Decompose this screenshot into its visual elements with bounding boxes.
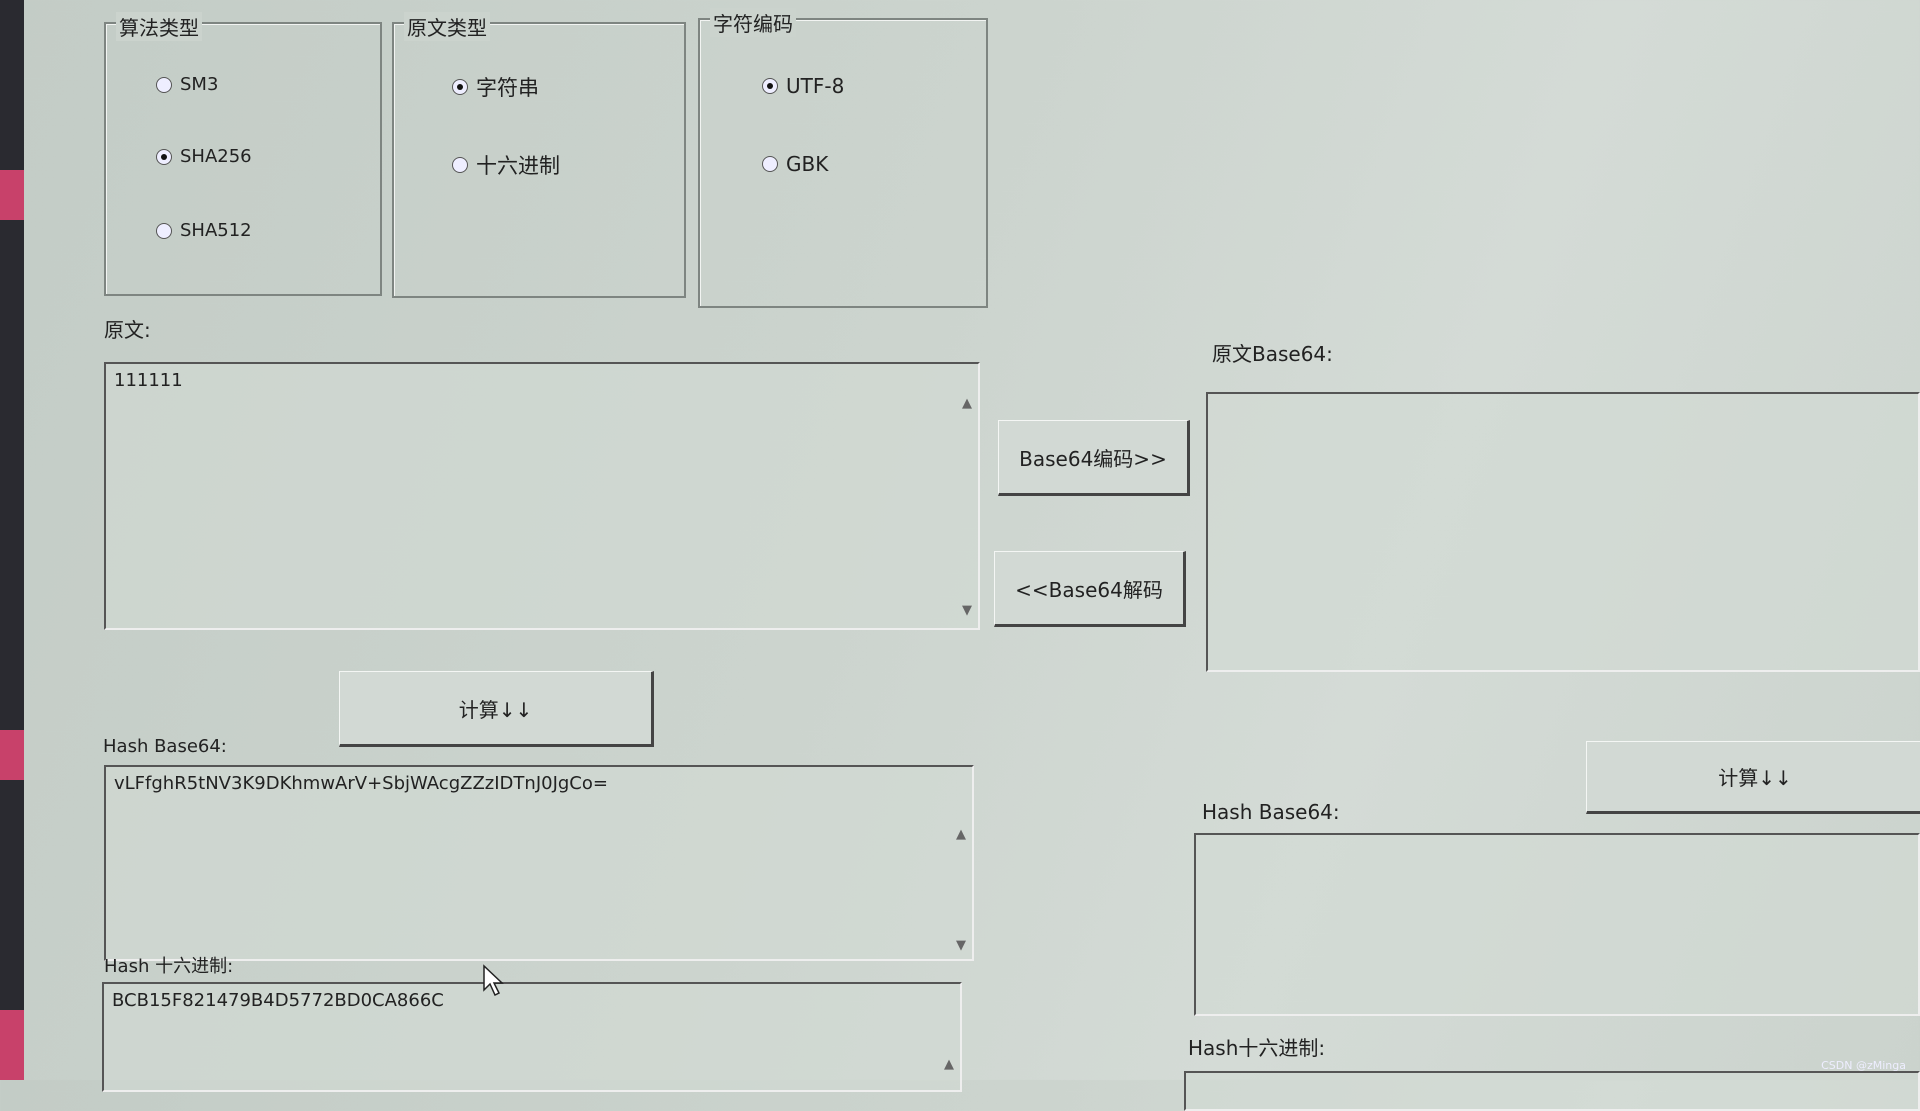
plaintext-base64-textarea[interactable] (1206, 392, 1920, 672)
hash-base64-textarea[interactable]: vLFfghR5tNV3K9DKhmwArV+SbjWAcgZZzIDTnJ0J… (104, 765, 974, 961)
radio-label: SHA256 (180, 146, 252, 167)
radio-sha512[interactable]: SHA512 (156, 220, 252, 241)
algorithm-type-group: 算法类型 SM3 SHA256 SHA512 (104, 12, 382, 296)
radio-label: UTF-8 (786, 74, 845, 98)
radio-label: GBK (786, 152, 829, 176)
base64-encode-button[interactable]: Base64编码>> (998, 420, 1190, 496)
radio-checked-icon (452, 79, 468, 95)
radio-icon (762, 156, 778, 172)
radio-icon (156, 222, 172, 239)
group-title: 算法类型 (116, 12, 202, 41)
right-compute-button[interactable]: 计算↓↓ (1586, 741, 1920, 814)
plaintext-base64-label: 原文Base64: (1212, 342, 1333, 366)
radio-label: 字符串 (476, 76, 539, 100)
group-title: 字符编码 (710, 8, 796, 37)
radio-string[interactable]: 字符串 (452, 72, 539, 102)
scroll-down-icon[interactable]: ▼ (962, 603, 972, 618)
hash-base64-value: vLFfghR5tNV3K9DKhmwArV+SbjWAcgZZzIDTnJ0J… (114, 773, 608, 794)
hash-base64-label: Hash Base64: (103, 736, 227, 757)
plaintext-value: 111111 (114, 370, 183, 391)
encoding-group: 字符编码 UTF-8 GBK (698, 8, 988, 308)
hash-hex-textarea[interactable]: BCB15F821479B4D5772BD0CA866C ▲ (102, 982, 962, 1092)
scroll-down-icon[interactable]: ▼ (956, 938, 966, 953)
compute-button[interactable]: 计算↓↓ (339, 671, 654, 747)
group-title: 原文类型 (404, 12, 490, 41)
plaintext-textarea[interactable]: 111111 ▲ ▼ (104, 362, 980, 630)
hash-hex-label: Hash 十六进制: (104, 956, 234, 977)
scroll-up-icon[interactable]: ▲ (962, 396, 972, 411)
hash-hex-value: BCB15F821479B4D5772BD0CA866C (112, 990, 444, 1011)
radio-icon (452, 157, 468, 173)
right-hash-base64-label: Hash Base64: (1202, 800, 1340, 824)
right-hash-hex-textarea[interactable] (1184, 1071, 1920, 1111)
radio-hex[interactable]: 十六进制 (452, 150, 560, 180)
base64-decode-button[interactable]: <<Base64解码 (994, 551, 1186, 627)
mouse-cursor-icon (483, 964, 504, 997)
radio-utf8[interactable]: UTF-8 (762, 74, 844, 98)
radio-sm3[interactable]: SM3 (156, 74, 218, 95)
plaintext-label: 原文: (104, 318, 151, 342)
radio-label: 十六进制 (476, 154, 560, 178)
radio-gbk[interactable]: GBK (762, 152, 828, 176)
radio-icon (156, 76, 172, 93)
scroll-up-icon[interactable]: ▲ (956, 827, 966, 842)
right-hash-hex-label: Hash十六进制: (1188, 1036, 1326, 1060)
background-window-edge (0, 0, 24, 1080)
radio-label: SM3 (180, 74, 219, 95)
radio-sha256[interactable]: SHA256 (156, 146, 252, 167)
scroll-up-icon[interactable]: ▲ (944, 1057, 954, 1072)
right-hash-base64-textarea[interactable] (1194, 833, 1920, 1016)
radio-checked-icon (156, 148, 172, 165)
radio-label: SHA512 (180, 220, 252, 241)
radio-checked-icon (762, 78, 778, 94)
input-type-group: 原文类型 字符串 十六进制 (392, 12, 686, 298)
watermark: CSDN @zMinga (1821, 1059, 1906, 1072)
